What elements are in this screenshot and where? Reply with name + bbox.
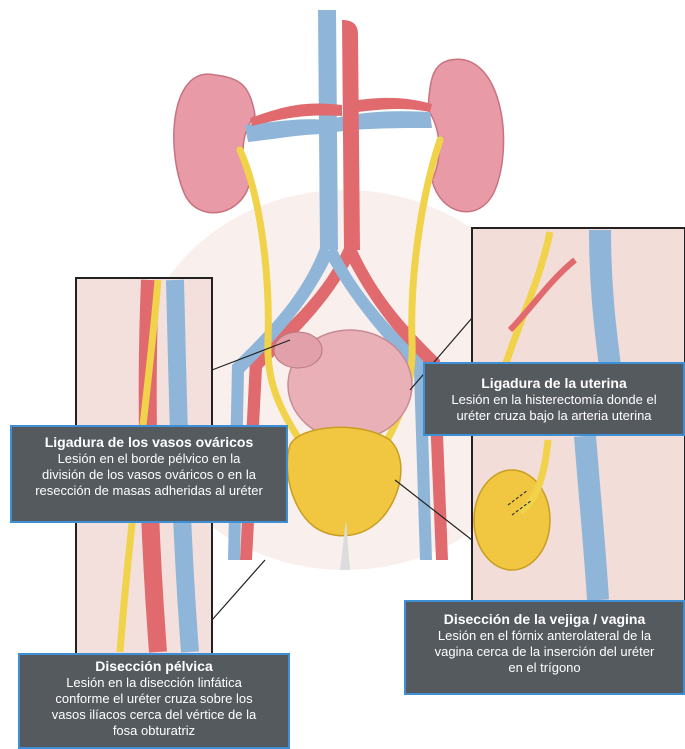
callout-pelvic-line-1: Lesión en la disección linfática [20, 675, 288, 691]
callout-ovarian-vessels: Ligadura de los vasos ováricos Lesión en… [10, 425, 288, 523]
callout-uterine-title: Ligadura de la uterina [425, 374, 683, 392]
callout-uterine-line-2: uréter cruza bajo la arteria uterina [425, 408, 683, 424]
inset-right-bottom-vessel [585, 436, 598, 600]
callout-bladder-title: Disección de la vejiga / vagina [406, 610, 683, 628]
callout-pelvic-line-4: fosa obturatriz [20, 723, 288, 739]
left-kidney [174, 74, 255, 213]
callout-pelvic-dissection: Disección pélvica Lesión en la disección… [18, 653, 290, 749]
inset-right-top [472, 228, 685, 368]
aorta [342, 20, 360, 250]
callout-pelvic-line-2: conforme el uréter cruza sobre los [20, 691, 288, 707]
callout-bladder-line-1: Lesión en el fórnix anterolateral de la [406, 628, 683, 644]
callout-bladder-line-2: vagina cerca de la inserción del uréter [406, 644, 683, 660]
callout-uterine-ligation: Ligadura de la uterina Lesión en la hist… [423, 362, 685, 436]
ovary [274, 332, 322, 368]
callout-ovarian-title: Ligadura de los vasos ováricos [12, 433, 286, 451]
callout-uterine-line-1: Lesión en la histerectomía donde el [425, 392, 683, 408]
callout-pelvic-line-3: vasos ilíacos cerca del vértice de la [20, 707, 288, 723]
callout-bladder-line-3: en el trígono [406, 660, 683, 676]
callout-ovarian-line-3: resección de masas adheridas al uréter [12, 483, 286, 499]
right-kidney [428, 59, 504, 212]
inset-right-top-vessel [600, 230, 610, 366]
callout-ovarian-line-2: división de los vasos ováricos o en la [12, 467, 286, 483]
callout-ovarian-line-1: Lesión en el borde pélvico en la [12, 451, 286, 467]
callout-bladder-vagina: Disección de la vejiga / vagina Lesión e… [404, 600, 685, 695]
leader-line-pelvic [212, 560, 265, 620]
callout-pelvic-title: Disección pélvica [20, 657, 288, 675]
